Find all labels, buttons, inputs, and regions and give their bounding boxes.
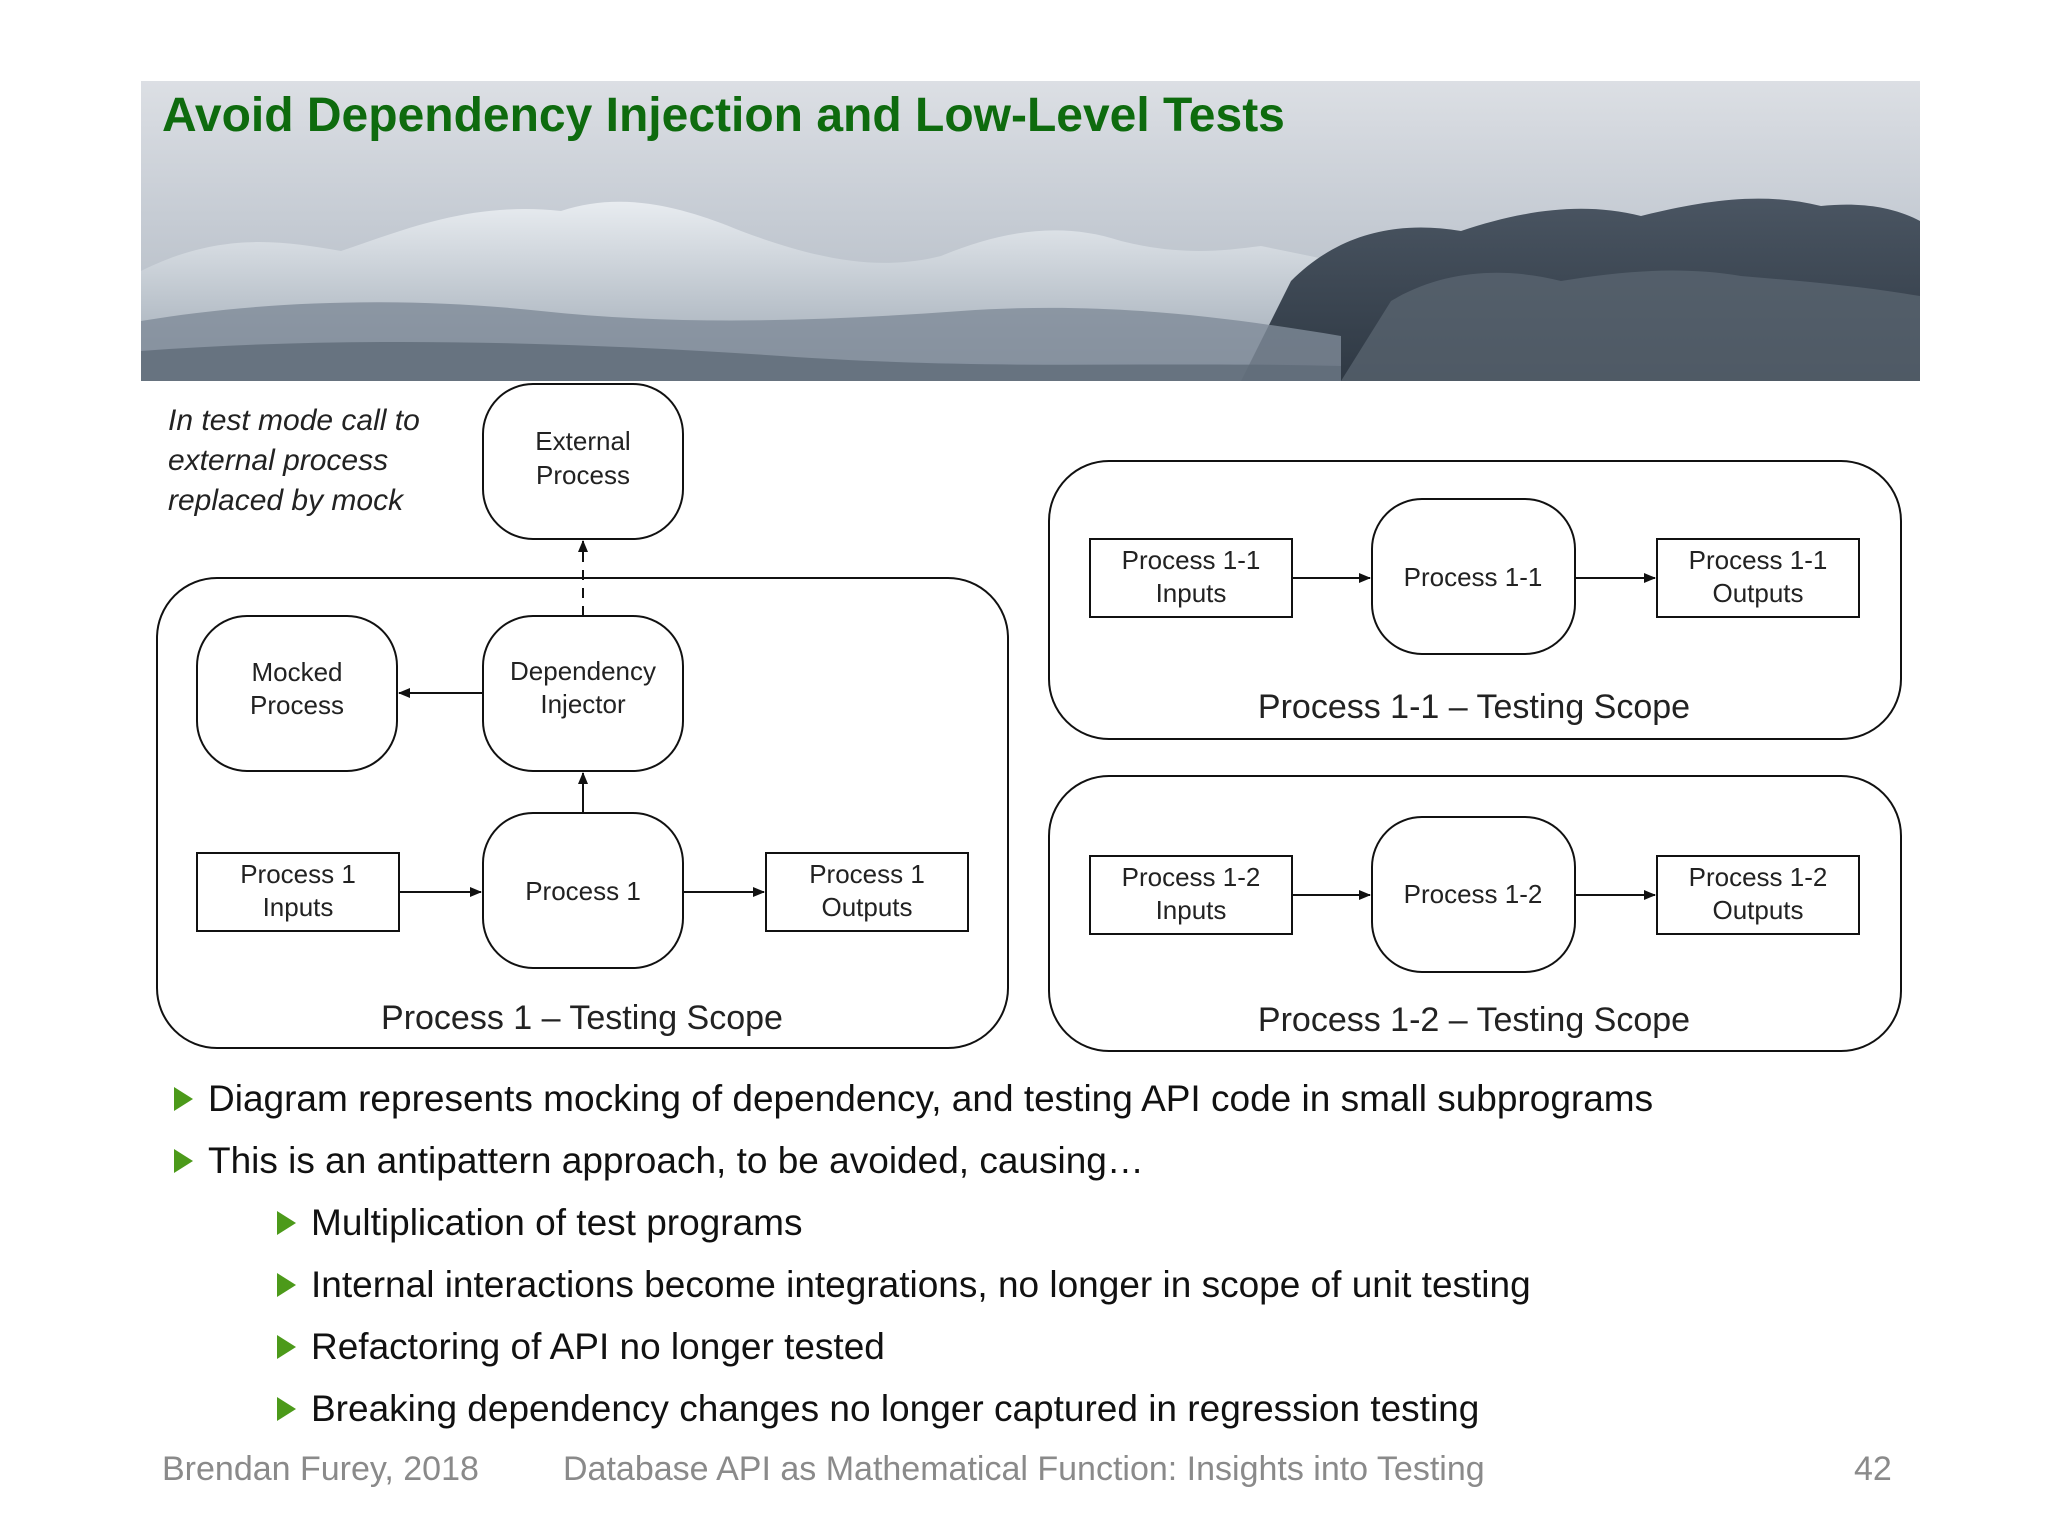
annotation-note: In test mode call to external process re…	[168, 404, 420, 517]
node-label: Injector	[540, 689, 626, 719]
bullet-item: This is an antipattern approach, to be a…	[170, 1130, 1653, 1192]
bullet-list: Diagram represents mocking of dependency…	[170, 1068, 1653, 1440]
sub-bullet-item: Refactoring of API no longer tested	[273, 1316, 1653, 1378]
node-label: Process 1-2	[1404, 879, 1543, 909]
node-label: Process 1-2	[1689, 862, 1828, 892]
node-label: Mocked	[251, 657, 342, 687]
node-label: Outputs	[821, 892, 912, 922]
node-label: Process 1-1	[1689, 545, 1828, 575]
node-label: Inputs	[1156, 578, 1227, 608]
bullet-triangle-icon	[277, 1397, 296, 1421]
node-label: Process 1-2	[1122, 862, 1261, 892]
node-label: Process 1	[240, 859, 356, 889]
process-1-1-outputs-node: Process 1-1 Outputs	[1656, 538, 1860, 618]
node-label: Process 1-1	[1122, 545, 1261, 575]
dependency-injection-diagram: In test mode call to external process re…	[156, 383, 1902, 1052]
page-number: 42	[1854, 1450, 1892, 1488]
process-1-2-outputs-node: Process 1-2 Outputs	[1656, 855, 1860, 935]
annotation-line: replaced by mock	[168, 484, 405, 517]
process-1-1-testing-scope: Process 1-1 – Testing Scope Process 1-1 …	[1048, 460, 1902, 740]
bullet-triangle-icon	[277, 1335, 296, 1359]
node-label: External	[535, 426, 630, 456]
external-process-node: External Process	[482, 383, 684, 540]
bullet-item: Diagram represents mocking of dependency…	[170, 1068, 1653, 1130]
mountain-landscape	[141, 81, 1920, 381]
sub-bullet-item: Internal interactions become integration…	[273, 1254, 1653, 1316]
node-label: Outputs	[1712, 895, 1803, 925]
bullet-triangle-icon	[277, 1273, 296, 1297]
bullet-text: Breaking dependency changes no longer ca…	[311, 1388, 1480, 1429]
bullet-triangle-icon	[174, 1149, 193, 1173]
annotation-line: external process	[168, 444, 388, 477]
node-label: Dependency	[510, 656, 656, 686]
scope-label: Process 1-2 – Testing Scope	[1258, 1001, 1690, 1039]
process-1-node: Process 1	[482, 812, 684, 969]
left-scope-arrows	[398, 540, 765, 897]
slide-title: Avoid Dependency Injection and Low-Level…	[162, 89, 1285, 142]
bullet-triangle-icon	[277, 1211, 296, 1235]
sub-bullet-item: Breaking dependency changes no longer ca…	[273, 1378, 1653, 1440]
process-1-2-node: Process 1-2	[1371, 816, 1576, 973]
node-label: Process	[250, 690, 344, 720]
process-1-1-node: Process 1-1	[1371, 498, 1576, 655]
node-label: Process 1-1	[1404, 562, 1543, 592]
scope-label: Process 1 – Testing Scope	[381, 999, 783, 1037]
mocked-process-node: Mocked Process	[196, 615, 398, 772]
mountain-banner-image	[141, 81, 1920, 381]
sub-bullet-item: Multiplication of test programs	[273, 1192, 1653, 1254]
process-1-1-inputs-node: Process 1-1 Inputs	[1089, 538, 1293, 618]
node-label: Inputs	[263, 892, 334, 922]
process-1-inputs-node: Process 1 Inputs	[196, 852, 400, 932]
bullet-text: Internal interactions become integration…	[311, 1264, 1531, 1305]
node-label: Inputs	[1156, 895, 1227, 925]
bullet-triangle-icon	[174, 1087, 193, 1111]
bullet-text: Refactoring of API no longer tested	[311, 1326, 885, 1367]
process-1-outputs-node: Process 1 Outputs	[765, 852, 969, 932]
node-label: Process 1	[525, 876, 641, 906]
process-1-2-inputs-node: Process 1-2 Inputs	[1089, 855, 1293, 935]
bullet-text: Multiplication of test programs	[311, 1202, 803, 1243]
process-1-2-testing-scope: Process 1-2 – Testing Scope Process 1-2 …	[1048, 775, 1902, 1052]
annotation-line: In test mode call to	[168, 404, 420, 437]
bullet-text: This is an antipattern approach, to be a…	[208, 1140, 1144, 1181]
node-label: Outputs	[1712, 578, 1803, 608]
dependency-injector-node: Dependency Injector	[482, 615, 684, 772]
footer-author: Brendan Furey, 2018	[162, 1450, 479, 1488]
scope-label: Process 1-1 – Testing Scope	[1258, 688, 1690, 726]
node-label: Process 1	[809, 859, 925, 889]
bullet-text: Diagram represents mocking of dependency…	[208, 1078, 1654, 1119]
footer-talk-title: Database API as Mathematical Function: I…	[563, 1450, 1485, 1488]
node-label: Process	[536, 460, 630, 490]
